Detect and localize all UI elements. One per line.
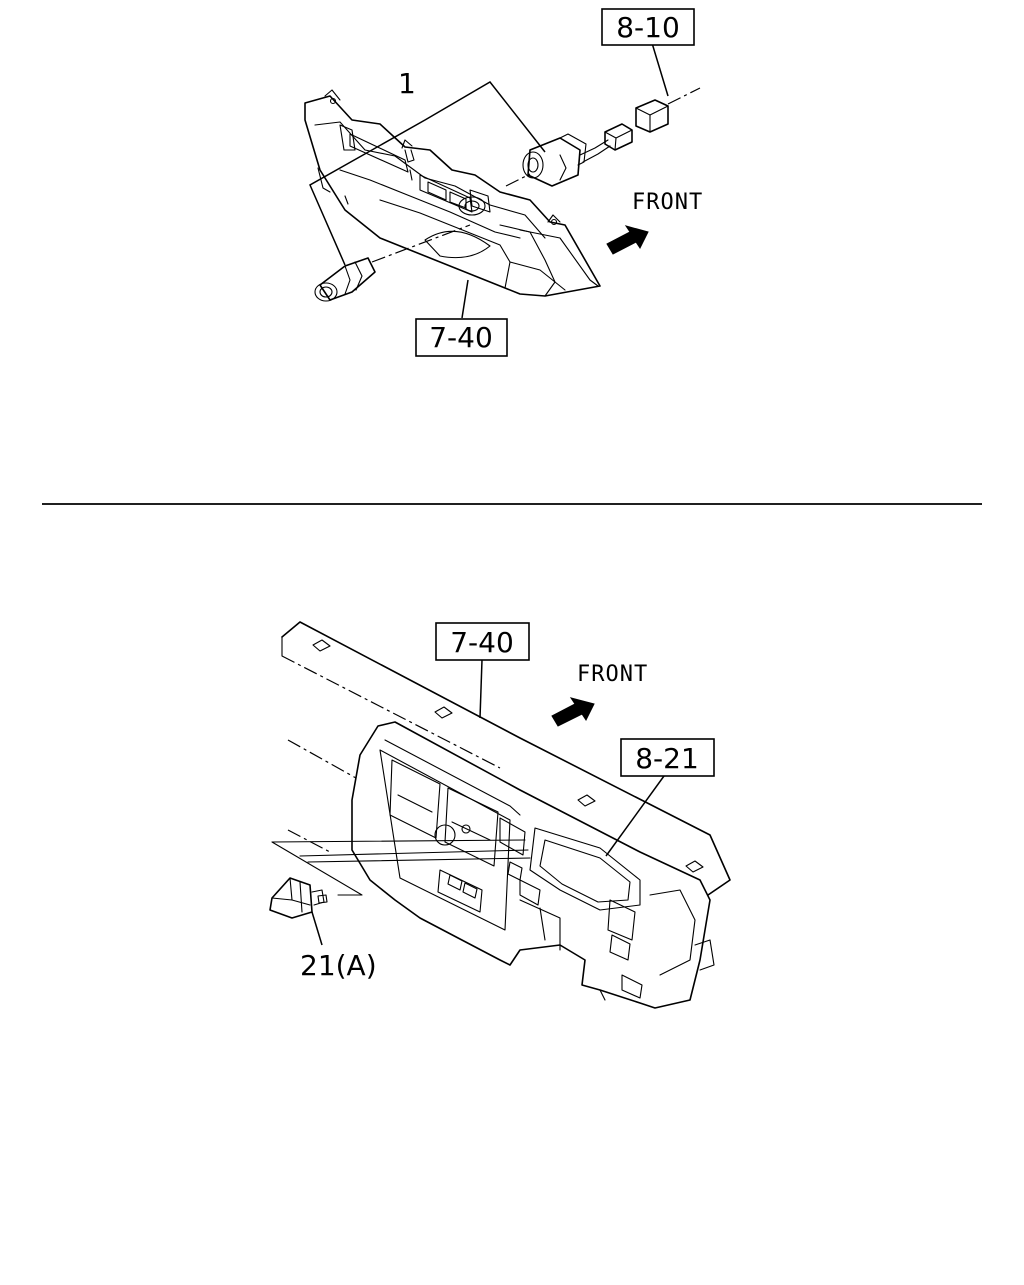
ref-box-8-10[interactable]: 8-10 — [601, 8, 695, 46]
front-label-bottom: FRONT — [577, 662, 648, 687]
front-label-top: FRONT — [632, 190, 703, 215]
lighter-plug-drawing — [314, 224, 471, 302]
ref-box-7-40-top[interactable]: 7-40 — [415, 318, 508, 357]
ref-8-10-leader — [651, 42, 669, 97]
ref-7-40-bottom-leader — [479, 659, 483, 719]
ref-8-21-leader — [605, 775, 665, 857]
bottom-diagram: 7-40 8-21 FRONT 21(A) — [269, 621, 731, 1009]
ref-box-8-10-label: 8-10 — [616, 11, 680, 44]
front-arrow-top-icon — [606, 225, 649, 255]
front-arrow-bottom-icon — [551, 697, 595, 727]
part-number-1: 1 — [398, 67, 416, 100]
switch-21a-drawing — [269, 877, 328, 919]
ref-box-7-40-top-label: 7-40 — [429, 321, 493, 354]
dashboard-drawing — [281, 621, 731, 1009]
ref-box-7-40-bottom[interactable]: 7-40 — [435, 622, 530, 661]
top-diagram: 1 8-10 7-40 FRONT — [304, 8, 703, 357]
part-1-leader — [309, 81, 546, 266]
switch-21a-leader — [311, 911, 323, 946]
ref-7-40-top-leader — [461, 279, 469, 319]
ref-box-7-40-bottom-label: 7-40 — [450, 626, 514, 659]
ref-box-8-21-label: 8-21 — [635, 742, 699, 775]
switch-projection-lines — [271, 839, 531, 896]
lighter-socket-drawing — [505, 87, 701, 187]
switch-21a-label: 21(A) — [300, 949, 377, 982]
console-panel-drawing — [304, 89, 601, 297]
ref-box-8-21[interactable]: 8-21 — [620, 738, 715, 777]
